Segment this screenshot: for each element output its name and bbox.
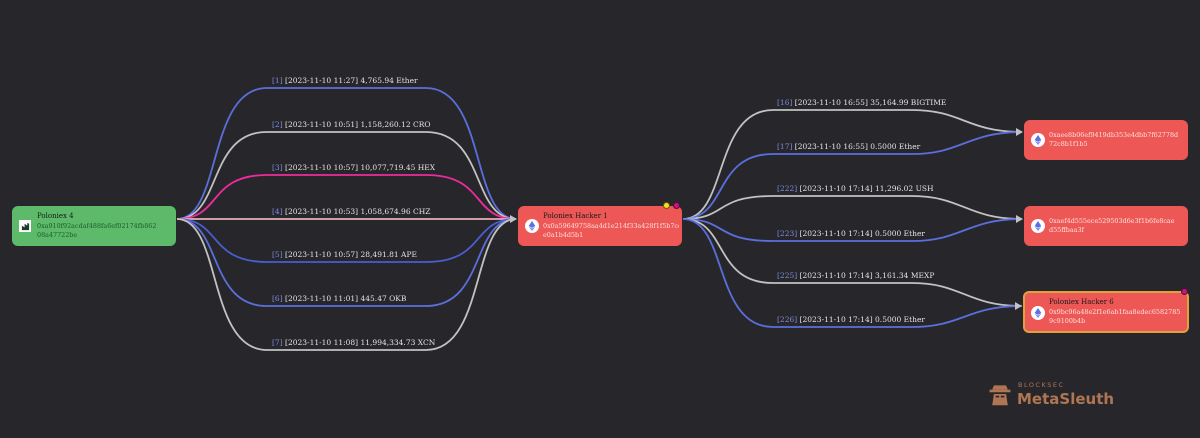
edge-label-7[interactable]: [7] [2023-11-10 11:08] 11,994,334.73 XCN: [272, 338, 436, 347]
target-node-1-address-line1: 0xaee8b06ef9419db353e4dbb7f62778d: [1049, 131, 1179, 139]
edge-5[interactable]: [176, 218, 517, 263]
edge-3[interactable]: [176, 174, 517, 220]
target-node-2[interactable]: 0xaef4d555ece529503d6e3f1b6fe8cae d55ffb…: [1024, 206, 1188, 246]
edge-label-4[interactable]: [4] [2023-11-10 10:53] 1,058,674.96 CHZ: [272, 207, 430, 216]
edge-label-16[interactable]: [16] [2023-11-10 16:55] 35,164.99 BIGTIM…: [777, 98, 946, 107]
edge-223[interactable]: [682, 218, 1023, 242]
edge-226[interactable]: [682, 218, 1023, 328]
source-node-address-line2: 08a47722be: [37, 231, 78, 239]
edge-label-17[interactable]: [17] [2023-11-10 16:55] 0.5000 Ether: [777, 142, 921, 151]
edge-17[interactable]: [682, 131, 1023, 220]
warning-badge-icon[interactable]: [663, 202, 670, 209]
watermark-brand-small: BLOCKSEC: [1018, 381, 1065, 389]
edge-label-222[interactable]: [222] [2023-11-10 17:14] 11,296.02 USH: [777, 184, 934, 193]
hub-node-address-line1: 0x0a59649758aa4d1e214f33a428f1f5b7cc11a: [543, 222, 679, 230]
edge-6[interactable]: [176, 218, 517, 307]
ethereum-icon: [525, 219, 539, 233]
edge-label-226[interactable]: [226] [2023-11-10 17:14] 0.5000 Ether: [777, 315, 925, 324]
metasleuth-detective-logo-icon: [989, 385, 1011, 406]
watermark-brand-big: MetaSleuth: [1017, 390, 1115, 408]
ethereum-icon: [1031, 219, 1045, 233]
target-node-3-title: Poloniex Hacker 6: [1049, 298, 1114, 306]
edge-16[interactable]: [682, 109, 1023, 220]
target-node-poloniex-hacker-6[interactable]: Poloniex Hacker 6 0x9bc96a48e2f1e6ab1faa…: [1023, 291, 1189, 333]
edge-label-layer: [1] [2023-11-10 11:27] 4,765.94 Ether [2]…: [272, 76, 946, 347]
tag-badge-icon[interactable]: [1181, 288, 1188, 295]
hub-node-title: Poloniex Hacker 1: [543, 212, 608, 220]
hub-node-address-line2: e0a1b4d5b1: [543, 231, 584, 239]
arrowhead-target-1: [1016, 128, 1023, 136]
ethereum-icon: [1031, 306, 1045, 320]
edge-label-6[interactable]: [6] [2023-11-10 11:01] 445.47 OKB: [272, 294, 407, 303]
edge-label-3[interactable]: [3] [2023-11-10 10:57] 10,077,719.45 HEX: [272, 163, 436, 172]
edge-label-2[interactable]: [2] [2023-11-10 10:51] 1,158,260.12 CRO: [272, 120, 431, 129]
source-node-title: Poloniex 4: [37, 212, 74, 220]
ethereum-icon: [1031, 133, 1045, 147]
edge-label-225[interactable]: [225] [2023-11-10 17:14] 3,161.34 MEXP: [777, 271, 934, 280]
target-node-1-address-line2: 72c8b1f1b5: [1049, 140, 1088, 148]
edge-label-223[interactable]: [223] [2023-11-10 17:14] 0.5000 Ether: [777, 229, 925, 238]
target-node-3-address-line2: 9c9100b4b: [1049, 317, 1086, 325]
arrowhead-target-3: [1015, 302, 1022, 310]
edge-label-1[interactable]: [1] [2023-11-10 11:27] 4,765.94 Ether: [272, 76, 418, 85]
edge-7[interactable]: [176, 218, 517, 351]
edge-225[interactable]: [682, 218, 1023, 307]
edge-label-5[interactable]: [5] [2023-11-10 10:57] 28,491.81 APE: [272, 250, 417, 259]
edge-layer: [176, 87, 1023, 351]
arrowhead-hub: [510, 215, 517, 223]
source-node-poloniex-4[interactable]: Poloniex 4 0xa910f92acdaf488fa6ef02174fb…: [12, 206, 176, 246]
target-node-3-address-line1: 0x9bc96a48e2f1e6ab1faa8edec6582785: [1049, 308, 1181, 316]
hub-node-poloniex-hacker-1[interactable]: Poloniex Hacker 1 0x0a59649758aa4d1e214f…: [518, 206, 682, 246]
poloniex-logo-icon: [19, 220, 31, 232]
source-node-address-line1: 0xa910f92acdaf488fa6ef02174fb862: [37, 222, 157, 230]
edge-1[interactable]: [176, 87, 517, 220]
arrowhead-target-2: [1016, 215, 1023, 223]
target-node-1[interactable]: 0xaee8b06ef9419db353e4dbb7f62778d 72c8b1…: [1024, 120, 1188, 160]
edge-2[interactable]: [176, 131, 517, 220]
tag-badge-icon[interactable]: [673, 202, 680, 209]
edge-222[interactable]: [682, 195, 1023, 220]
target-node-2-address-line2: d55ffbaa3f: [1049, 226, 1084, 234]
target-node-2-address-line1: 0xaef4d555ece529503d6e3f1b6fe8cae: [1049, 217, 1175, 225]
